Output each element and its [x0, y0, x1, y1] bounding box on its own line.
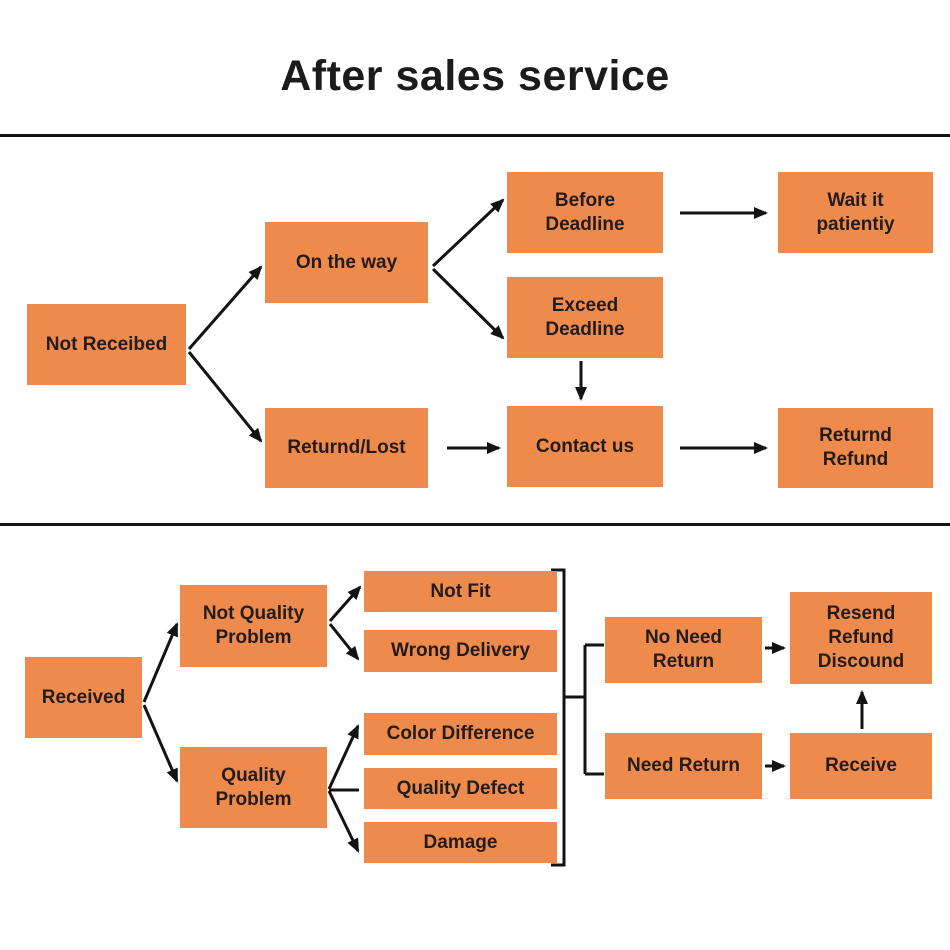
node-before-deadline: Before Deadline	[507, 172, 663, 253]
arrow-not-quality-problem-to-wrong-delivery	[328, 623, 360, 661]
arrow-quality-problem-to-damage	[327, 790, 360, 853]
separator-line-top	[0, 134, 950, 137]
node-damage: Damage	[364, 822, 557, 863]
node-resend-refund-discound: Resend Refund Discound	[790, 592, 932, 684]
node-returned-refund: Returnd Refund	[778, 408, 933, 488]
node-quality-problem: Quality Problem	[180, 747, 327, 828]
arrow-received-to-not-quality-problem	[142, 622, 179, 703]
arrow-on-the-way-to-exceed-deadline	[431, 267, 505, 340]
arrow-not-received-to-returned-lost	[187, 351, 263, 443]
node-on-the-way: On the way	[265, 222, 428, 303]
arrow-not-quality-problem-to-not-fit	[328, 585, 362, 622]
node-not-fit: Not Fit	[364, 571, 557, 612]
bracket-outcomes-group	[551, 568, 566, 867]
node-not-quality-problem: Not Quality Problem	[180, 585, 327, 667]
page-title: After sales service	[280, 52, 670, 100]
node-exceed-deadline: Exceed Deadline	[507, 277, 663, 358]
node-wait-patiently: Wait it patientiy	[778, 172, 933, 253]
node-returned-lost: Returnd/Lost	[265, 408, 428, 488]
node-not-received: Not Receibed	[27, 304, 186, 385]
node-wrong-delivery: Wrong Delivery	[364, 630, 557, 672]
arrow-on-the-way-to-before-deadline	[431, 198, 505, 268]
node-quality-defect: Quality Defect	[364, 768, 557, 809]
node-no-need-return: No Need Return	[605, 617, 762, 683]
node-need-return: Need Return	[605, 733, 762, 799]
node-receive: Receive	[790, 733, 932, 799]
arrow-received-to-quality-problem	[142, 704, 179, 783]
separator-line-middle	[0, 523, 950, 526]
arrow-not-received-to-on-the-way	[187, 265, 263, 350]
arrow-quality-problem-to-color-difference	[327, 724, 360, 790]
node-contact-us: Contact us	[507, 406, 663, 487]
node-color-difference: Color Difference	[364, 713, 557, 755]
node-received: Received	[25, 657, 142, 738]
